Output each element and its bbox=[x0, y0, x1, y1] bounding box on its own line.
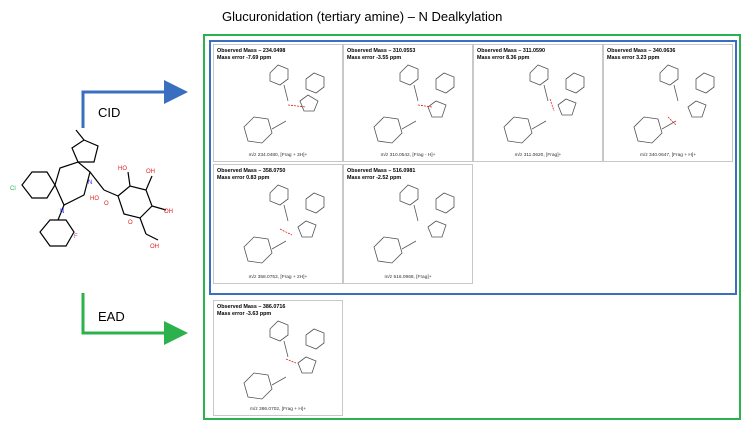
mass-error: Mass error 3.23 ppm bbox=[607, 55, 660, 61]
svg-text:O: O bbox=[104, 201, 109, 207]
observed-mass: Observed Mass – 340.0636 bbox=[607, 48, 676, 54]
mass-error: Mass error -2.52 ppm bbox=[347, 175, 402, 181]
fragment-caption: m/z 311.0620, [Frag]+ bbox=[514, 153, 562, 158]
mass-error: Mass error -7.69 ppm bbox=[217, 55, 272, 61]
figure-title: Glucuronidation (tertiary amine) – N Dea… bbox=[222, 9, 503, 24]
observed-mass: Observed Mass – 386.0716 bbox=[217, 304, 286, 310]
mass-error: Mass error 8.36 ppm bbox=[477, 55, 530, 61]
fragment-caption: m/z 234.0480, [Frag + 3H]+ bbox=[248, 153, 308, 158]
svg-text:N: N bbox=[60, 209, 64, 215]
svg-text:HO: HO bbox=[118, 166, 127, 172]
svg-text:HO: HO bbox=[90, 196, 99, 202]
fragment-caption: m/z 310.0542, [Frag - H]+ bbox=[380, 153, 436, 158]
mass-error: Mass error -3.63 ppm bbox=[217, 311, 272, 317]
ead-arrow bbox=[81, 293, 188, 345]
observed-mass: Observed Mass – 516.0981 bbox=[347, 168, 416, 174]
mass-error: Mass error -3.55 ppm bbox=[347, 55, 402, 61]
fragment-caption: m/z 386.0702, [Frag + H]+ bbox=[250, 407, 306, 412]
observed-mass: Observed Mass – 358.0750 bbox=[217, 168, 286, 174]
n-atom: N bbox=[88, 180, 92, 186]
fragment-caption: m/z 516.0968, [Frag]+ bbox=[384, 275, 432, 280]
mass-error: Mass error 0.83 ppm bbox=[217, 175, 270, 181]
cid-fragments-box bbox=[209, 40, 737, 295]
ead-label: EAD bbox=[98, 309, 125, 324]
cl-atom: Cl bbox=[10, 186, 16, 192]
svg-text:O: O bbox=[128, 220, 133, 226]
cid-arrow bbox=[81, 80, 188, 128]
fragment-caption: m/z 358.0753, [Frag + 2H]+ bbox=[248, 275, 308, 280]
cid-label: CID bbox=[98, 105, 121, 120]
observed-mass: Observed Mass – 311.0590 bbox=[477, 48, 546, 54]
ead-cid-container-box bbox=[203, 34, 741, 420]
svg-text:OH: OH bbox=[146, 169, 155, 175]
parent-molecule bbox=[21, 129, 167, 247]
fragment-caption: m/z 340.0647, [Frag + H]+ bbox=[640, 153, 696, 158]
svg-text:OH: OH bbox=[164, 209, 173, 215]
svg-text:OH: OH bbox=[150, 244, 159, 250]
observed-mass: Observed Mass – 310.0553 bbox=[347, 48, 416, 54]
observed-mass: Observed Mass – 234.0498 bbox=[217, 48, 286, 54]
f-atom: F bbox=[74, 234, 78, 240]
